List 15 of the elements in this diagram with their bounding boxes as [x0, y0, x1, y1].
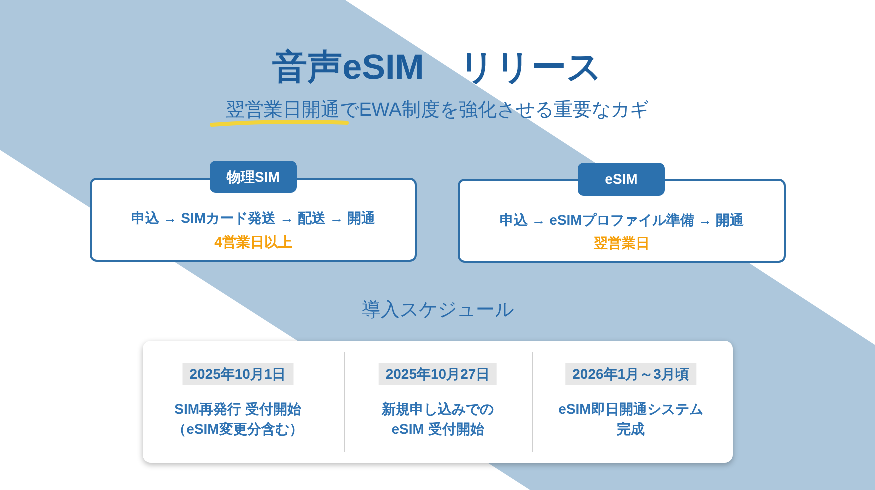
process-flow-text: 申込 → eSIMプロファイル準備 → 開通 — [500, 211, 744, 230]
milestone-text: 新規申し込みでのeSIM 受付開始 — [381, 400, 495, 439]
date-badge: 2026年1月～3月頃 — [566, 363, 696, 385]
process-flow-text: 申込 → SIMカード発送 → 配送 → 開通 — [131, 209, 376, 228]
card-tab: eSIM — [578, 163, 665, 196]
date-badge: 2025年10月1日 — [182, 363, 294, 385]
subtitle: 翌営業日開通でEWA制度を強化させる重要なカギ — [226, 99, 649, 123]
milestone-text: eSIM即日開通システム完成 — [558, 400, 704, 439]
card-tab: 物理SIM — [210, 161, 297, 193]
section-heading: 導入スケジュール — [362, 299, 514, 323]
milestone-text: SIM再発行 受付開始（eSIM変更分含む） — [172, 400, 304, 439]
duration-text: 4営業日以上 — [214, 233, 292, 252]
slide-title: 音声eSIM リリース — [272, 47, 602, 89]
duration-text: 翌営業日 — [594, 234, 650, 253]
date-badge: 2025年10月27日 — [378, 363, 498, 385]
